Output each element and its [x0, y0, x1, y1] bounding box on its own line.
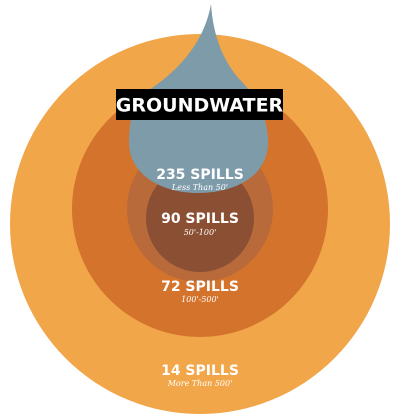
title-text: GROUNDWATER	[116, 95, 284, 117]
spills-100-500-depth: 100'-500'	[181, 295, 219, 304]
spills-50-100-count: 90 SPILLS	[161, 211, 239, 227]
spills-50-100-depth: 50'-100'	[184, 228, 217, 237]
spills-more-than-500-count: 14 SPILLS	[161, 363, 239, 379]
ring-50-100	[146, 164, 254, 272]
spills-100-500-count: 72 SPILLS	[161, 279, 239, 295]
spills-less-than-50-depth: Less Than 50'	[171, 183, 228, 192]
spills-more-than-500-depth: More Than 500'	[167, 379, 233, 388]
spills-less-than-50-count: 235 SPILLS	[156, 167, 244, 183]
title-banner	[116, 89, 283, 120]
